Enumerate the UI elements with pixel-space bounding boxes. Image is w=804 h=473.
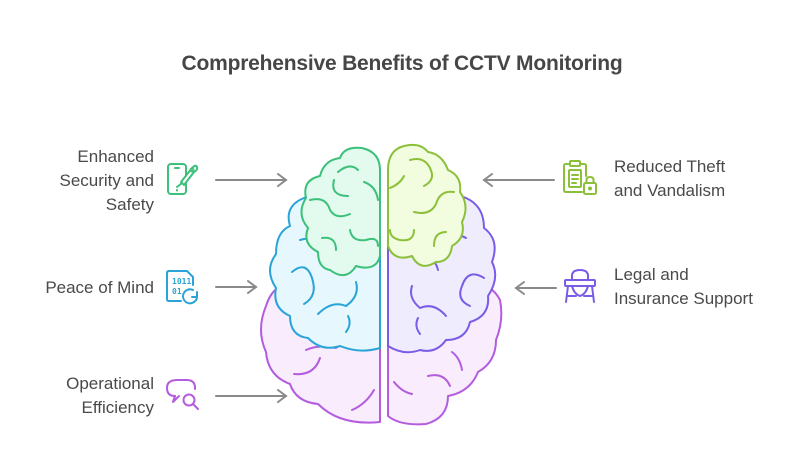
benefit-label-enhanced-security: Enhanced Security and Safety [60, 145, 155, 217]
benefit-label-legal-insurance: Legal and Insurance Support [614, 263, 753, 311]
arrow-left-icon [482, 173, 555, 187]
brain-lobe-top-right [387, 143, 467, 267]
label-line: Insurance Support [614, 289, 753, 308]
label-line: and Vandalism [614, 181, 726, 200]
phone-rocket-icon [167, 163, 199, 195]
arrow-right-icon [215, 173, 288, 187]
label-line: Security and [59, 171, 155, 190]
label-line: Peace of Mind [45, 278, 154, 297]
label-line: Efficiency [81, 398, 154, 417]
arrow-right-icon [215, 280, 258, 294]
diagram-title: Comprehensive Benefits of CCTV Monitorin… [181, 52, 623, 75]
clipboard-lock-icon [563, 160, 597, 195]
arrow-left-icon [514, 281, 557, 295]
label-line: Safety [105, 195, 154, 214]
benefit-label-peace-of-mind: Peace of Mind [45, 276, 154, 300]
label-line: Enhanced [77, 147, 154, 166]
benefit-label-operational-efficiency: Operational Efficiency [66, 372, 154, 420]
svg-text:1011: 1011 [172, 277, 191, 286]
benefit-label-reduced-theft: Reduced Theft and Vandalism [614, 155, 725, 203]
binary-sync-icon: 1011 01 [166, 270, 198, 305]
high-chair-icon [564, 269, 596, 303]
label-line: Reduced Theft [614, 157, 726, 176]
chat-search-icon [166, 379, 199, 410]
svg-text:01: 01 [172, 287, 182, 296]
arrow-right-icon [215, 389, 288, 403]
label-line: Legal and [614, 265, 689, 284]
brain-lobe-top-left [300, 146, 381, 277]
label-line: Operational [66, 374, 154, 393]
